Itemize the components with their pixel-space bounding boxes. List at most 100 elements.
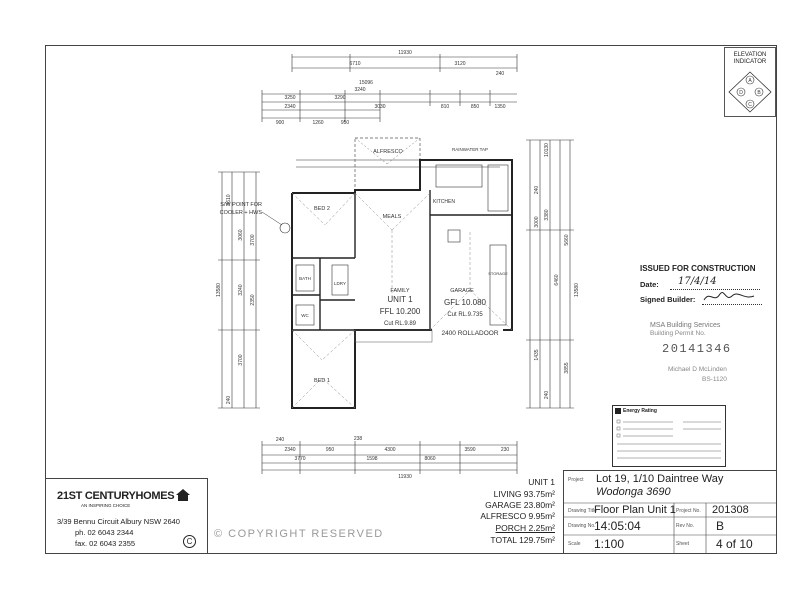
elev-b: B bbox=[757, 90, 761, 96]
dim-bot-950: 950 bbox=[326, 447, 335, 453]
elevation-indicator: ELEVATION INDICATOR A D B C bbox=[724, 47, 776, 117]
dim-right-6460: 6460 bbox=[554, 274, 560, 285]
room-ldry: LDRY bbox=[334, 281, 346, 286]
room-meals: MEALS bbox=[383, 214, 402, 220]
dim-left-2350: 2350 bbox=[250, 294, 256, 305]
annotation-rainwater: RAINWATER TAP bbox=[452, 147, 488, 152]
room-cut1: Cut RL.9.89 bbox=[384, 321, 417, 327]
dim-top-6710: 6710 bbox=[349, 61, 360, 67]
dim-right-13580: 13580 bbox=[574, 283, 580, 297]
dim-top-850: 850 bbox=[471, 104, 480, 110]
room-bath: BATH bbox=[299, 276, 311, 281]
dim-top-1260: 1260 bbox=[312, 120, 323, 126]
dim-top-2340: 2340 bbox=[284, 104, 295, 110]
stamp-issued: ISSUED FOR CONSTRUCTION bbox=[640, 264, 756, 273]
dim-left-3700b: 3700 bbox=[238, 354, 244, 365]
company-tagline: AN INSPIRING CHOICE bbox=[81, 503, 131, 508]
dim-bot-4300: 4300 bbox=[384, 447, 395, 453]
annotation-sw-point-2: COOLER + HWS bbox=[220, 210, 263, 216]
tb-time-value: 14:05:04 bbox=[594, 519, 641, 533]
area-porch: PORCH 2.25m² bbox=[495, 523, 555, 533]
energy-form-lines bbox=[616, 419, 721, 459]
room-kitchen: KITCHEN bbox=[433, 199, 455, 205]
tb-projno-value: 201308 bbox=[712, 504, 749, 516]
construction-stamp: ISSUED FOR CONSTRUCTION Date: 17/4/14 Si… bbox=[640, 264, 780, 384]
dim-top-3250: 3250 bbox=[284, 95, 295, 101]
dim-top-3290: 3290 bbox=[334, 95, 345, 101]
dim-bot-overall: 11930 bbox=[398, 474, 412, 480]
annotation-sw-point-1: S/W POINT FOR bbox=[220, 202, 262, 208]
dim-top-1350: 1350 bbox=[494, 104, 505, 110]
dim-right-3380: 3380 bbox=[544, 209, 550, 220]
title-block-grid bbox=[564, 502, 776, 553]
dim-left-3610: 3610 bbox=[226, 194, 232, 205]
dim-top-3240: 3240 bbox=[354, 87, 365, 93]
dim-top-3030: 3030 bbox=[374, 104, 385, 110]
dim-bot-3590: 3590 bbox=[464, 447, 475, 453]
tb-scale-value: 1:100 bbox=[594, 537, 625, 551]
elev-c: C bbox=[748, 102, 752, 108]
dim-bot-3770: 3770 bbox=[294, 456, 305, 462]
stamp-date-label: Date: bbox=[640, 280, 659, 289]
area-alfresco: ALFRESCO 9.95m² bbox=[480, 511, 555, 521]
company-fax: fax. 02 6043 2355 bbox=[75, 539, 136, 548]
house-logo-icon bbox=[176, 489, 191, 501]
dim-top-900: 900 bbox=[276, 120, 285, 126]
room-garage: GARAGE bbox=[450, 288, 474, 294]
dim-bot-230: 230 bbox=[501, 447, 510, 453]
dim-bot-2340: 2340 bbox=[284, 447, 295, 453]
dim-left-240: 240 bbox=[226, 396, 232, 405]
dim-bot-1598: 1598 bbox=[366, 456, 377, 462]
room-family: FAMILY bbox=[390, 288, 409, 294]
tb-drawing-value: Floor Plan Unit 1 bbox=[594, 504, 676, 516]
area-garage: GARAGE 23.80m² bbox=[485, 500, 555, 510]
tb-sheet-value: 4 of 10 bbox=[716, 537, 753, 551]
room-storage: STORAGE bbox=[488, 271, 508, 276]
dim-top-240: 240 bbox=[496, 71, 505, 77]
dim-left-overall: 13580 bbox=[216, 283, 222, 297]
area-unit: UNIT 1 bbox=[528, 477, 555, 487]
builder-signature-icon bbox=[703, 292, 755, 301]
company-phone: ph. 02 6043 2344 bbox=[75, 528, 134, 537]
copyright-circle-icon: C bbox=[183, 535, 196, 548]
tb-drawnby-label: Drawing No. bbox=[568, 523, 596, 529]
area-schedule: UNIT 1 LIVING 93.75m² GARAGE 23.80m² ALF… bbox=[440, 477, 555, 552]
stamp-permit: Building Permit No. bbox=[650, 330, 706, 337]
elev-d: D bbox=[739, 90, 743, 96]
elevation-title: ELEVATION INDICATOR bbox=[733, 52, 767, 65]
area-total: TOTAL 129.75m² bbox=[490, 535, 555, 545]
elevation-diamond-icon: A D B C bbox=[728, 71, 772, 113]
dim-right-240: 240 bbox=[534, 186, 540, 195]
company-address: 3/39 Bennu Circuit Albury NSW 2640 bbox=[57, 517, 180, 526]
dim-right-3000: 3000 bbox=[534, 216, 540, 227]
room-alfresco: ALFRESCO bbox=[373, 149, 403, 155]
dim-right-240b: 240 bbox=[544, 391, 550, 400]
room-bed1: BED 1 bbox=[314, 378, 330, 384]
tb-project-2: Wodonga 3690 bbox=[596, 486, 671, 498]
room-ffl: FFL 10.200 bbox=[380, 307, 421, 316]
room-bed2: BED 2 bbox=[314, 206, 330, 212]
stamp-msa: MSA Building Services bbox=[650, 322, 721, 329]
area-living: LIVING 93.75m² bbox=[493, 489, 555, 499]
tb-rev-label: Rev No. bbox=[676, 523, 695, 529]
dim-left-3700: 3700 bbox=[250, 234, 256, 245]
stamp-date-value: 17/4/14 bbox=[678, 276, 717, 287]
tb-projno-label: Project No. bbox=[676, 508, 701, 514]
elev-a: A bbox=[748, 78, 752, 84]
company-name: 21ST CENTURYHOMES bbox=[57, 490, 175, 502]
stamp-surveyor: Michael D McLinden bbox=[668, 366, 727, 373]
dim-top-810: 810 bbox=[441, 104, 450, 110]
dim-right-5660: 5660 bbox=[564, 234, 570, 245]
stamp-number: 20141346 bbox=[662, 342, 732, 356]
room-wc: WC bbox=[301, 313, 309, 318]
tb-rev-value: B bbox=[716, 519, 725, 533]
tb-sheet-label: Sheet bbox=[676, 541, 690, 547]
dim-bot-8060: 8060 bbox=[424, 456, 435, 462]
energy-rating-box: Energy Rating bbox=[612, 405, 726, 467]
drawing-border bbox=[45, 45, 777, 554]
copyright-notice: © COPYRIGHT RESERVED bbox=[214, 528, 384, 540]
stamp-builder-label: Signed Builder: bbox=[640, 295, 696, 304]
dim-right-10130: 10130 bbox=[544, 143, 550, 157]
dim-right-3855: 3855 bbox=[564, 362, 570, 373]
